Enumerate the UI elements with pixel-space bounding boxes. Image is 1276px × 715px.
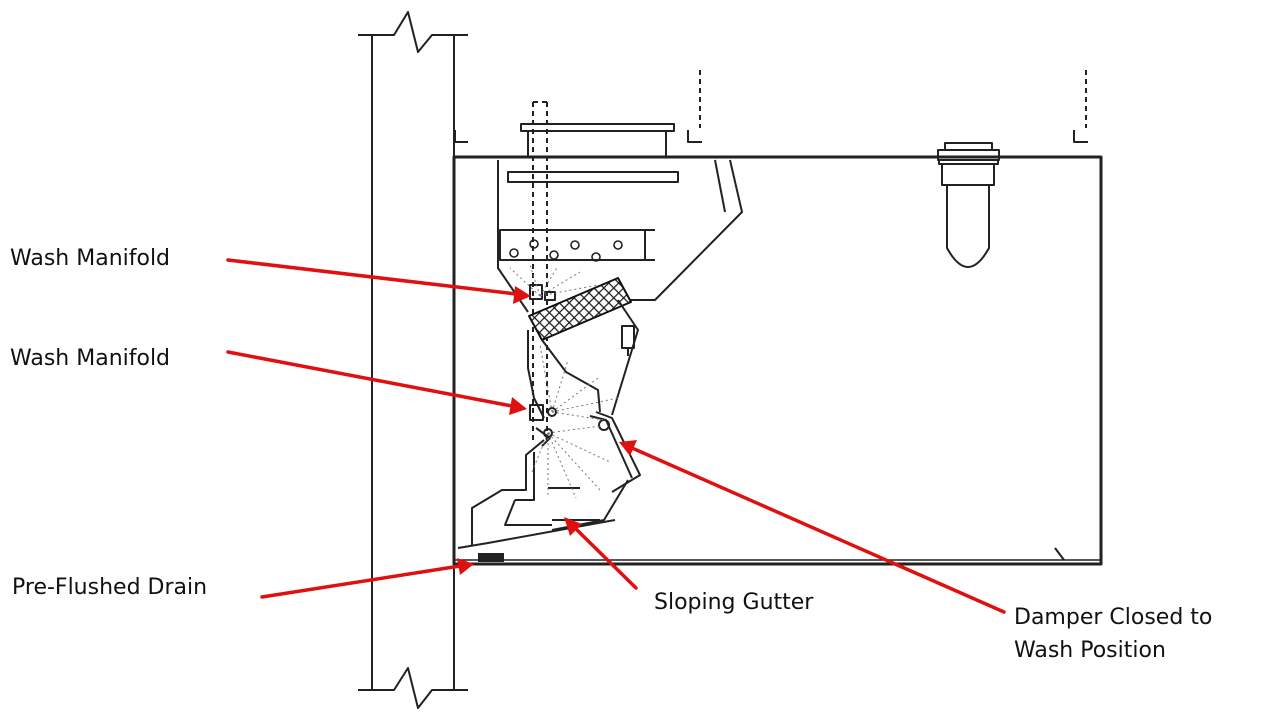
light-fixture — [937, 142, 1000, 268]
label-pre-flushed-drain: Pre-Flushed Drain — [12, 575, 208, 600]
damper-blade — [589, 411, 641, 493]
arrow-sloping-gutter — [564, 517, 638, 590]
exhaust-plenum — [497, 159, 743, 313]
grease-trough — [457, 439, 629, 549]
callout-arrows — [226, 258, 1006, 614]
drain-grate — [478, 553, 504, 562]
label-wash-manifold-upper: Wash Manifold — [10, 246, 171, 271]
wall — [358, 11, 468, 709]
exhaust-collar — [520, 123, 675, 157]
arrow-wash-manifold-upper — [226, 258, 531, 304]
filter-chamber — [527, 299, 639, 419]
spray-pattern — [509, 264, 619, 499]
wash-supply-pipe — [532, 101, 548, 440]
label-damper-line-1: Damper Closed to — [1014, 605, 1213, 630]
label-sloping-gutter: Sloping Gutter — [654, 590, 814, 615]
hood-outline — [452, 70, 1103, 566]
arrow-wash-manifold-lower — [226, 350, 527, 415]
grease-filter — [528, 277, 632, 341]
label-damper-line-2: Wash Position — [1014, 638, 1166, 663]
arrow-pre-flushed-drain — [260, 558, 474, 599]
manifold-nozzle-holes — [509, 239, 623, 262]
label-wash-manifold-lower: Wash Manifold — [10, 346, 171, 371]
arrow-damper — [619, 440, 1006, 614]
